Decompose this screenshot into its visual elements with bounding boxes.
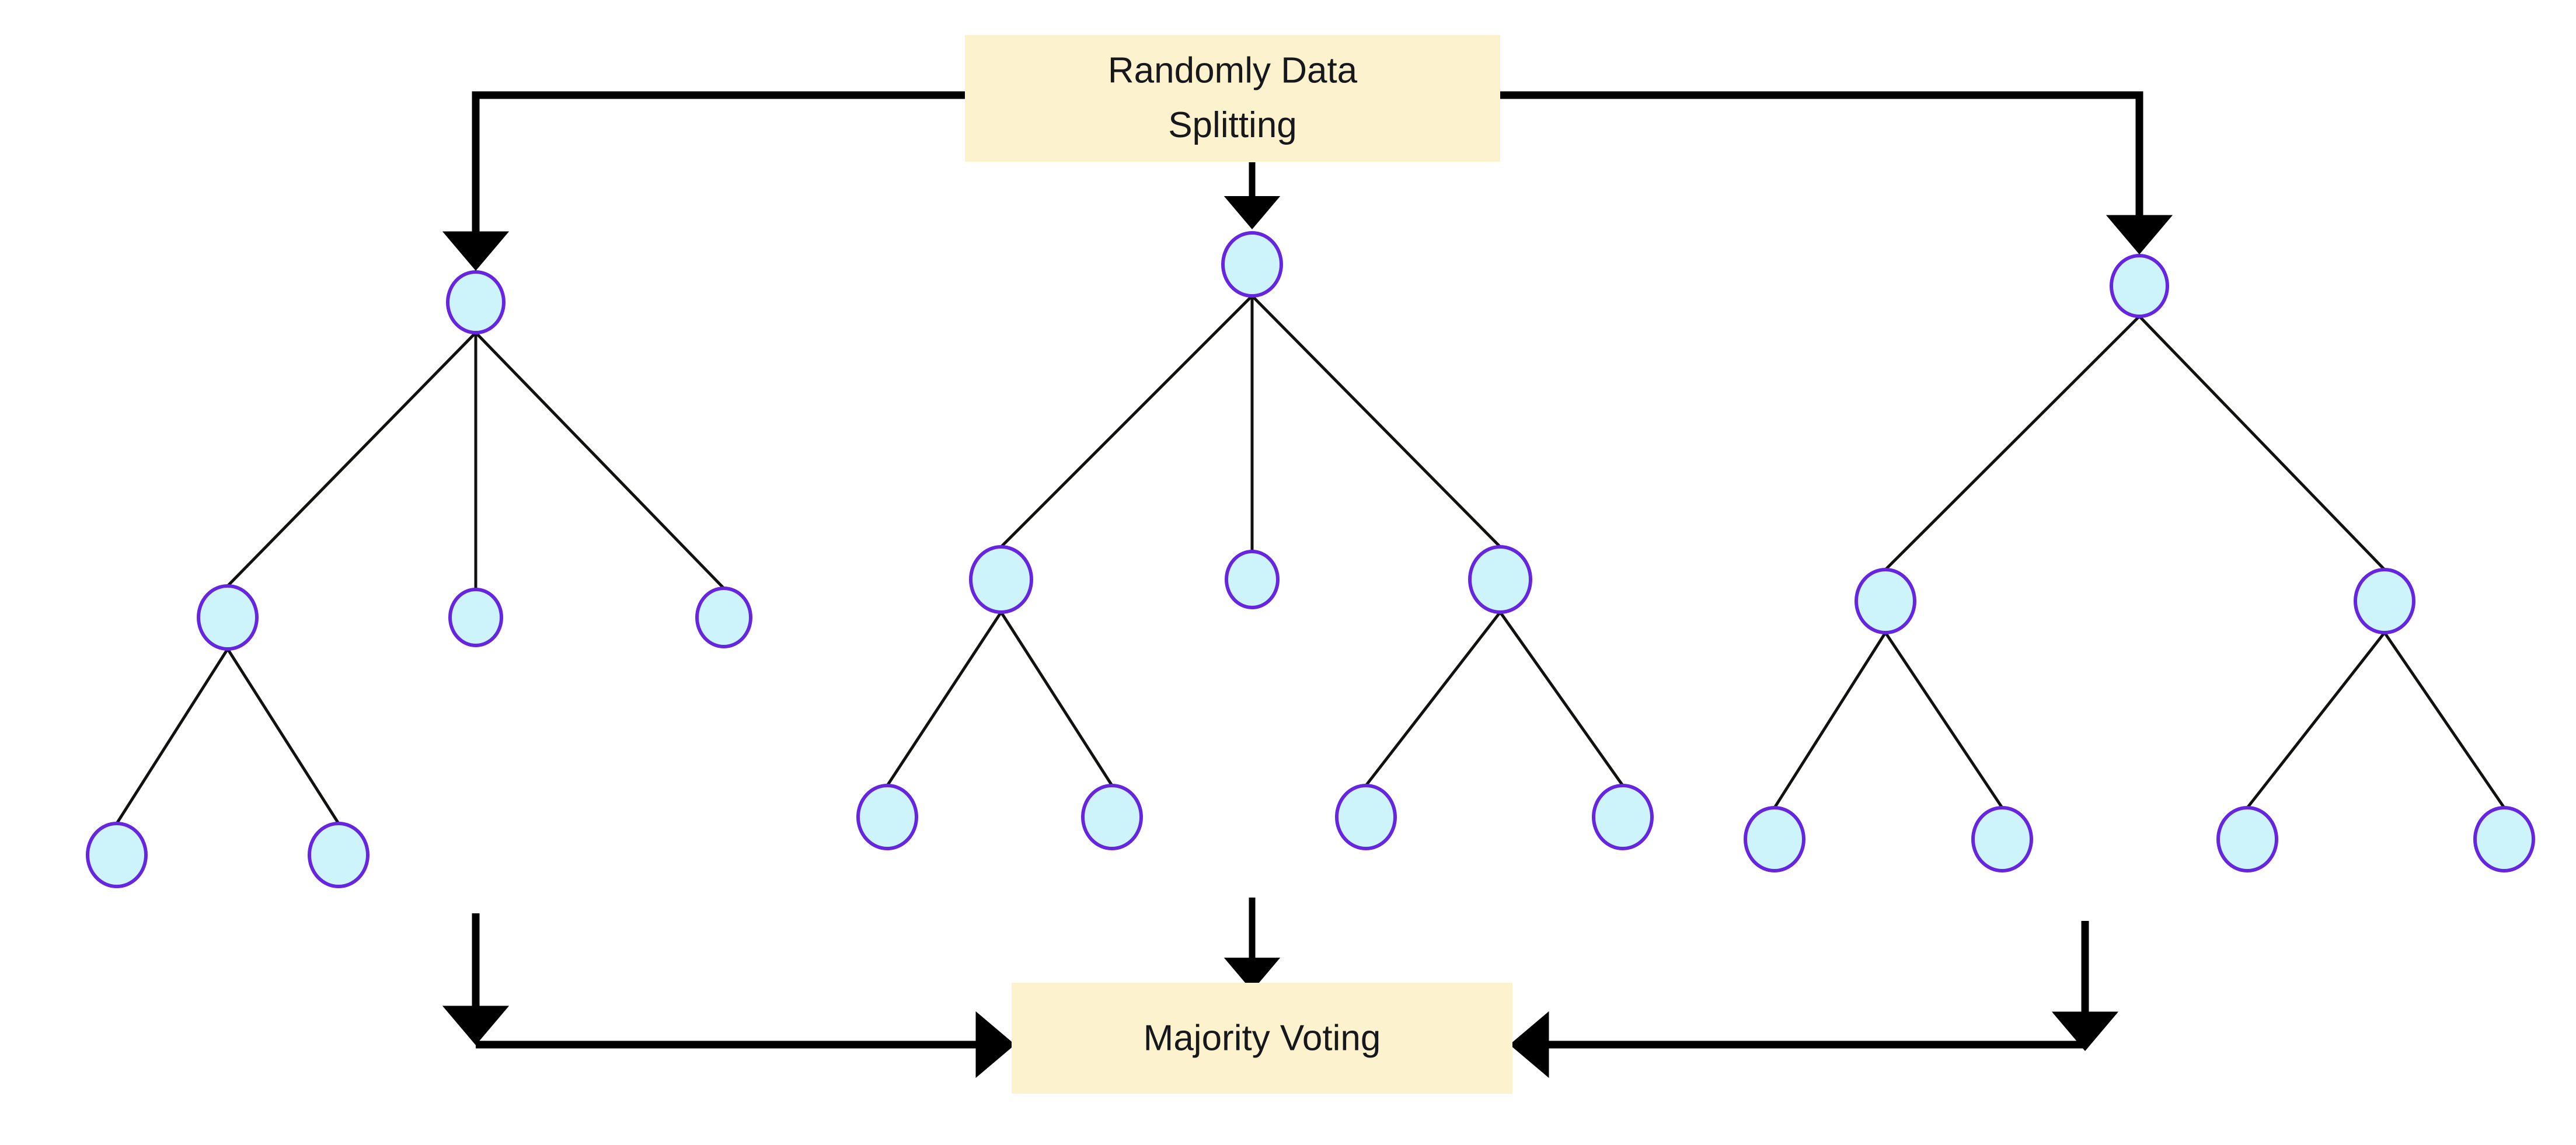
tree-node-m0[interactable]: [1221, 231, 1283, 298]
tree-node-l4[interactable]: [86, 822, 148, 888]
tree-node-m5[interactable]: [1081, 784, 1143, 850]
connector-split-to-left-tree: [442, 91, 965, 271]
tree-node-m6[interactable]: [1335, 784, 1397, 850]
tree-node-r0[interactable]: [2110, 254, 2169, 318]
tree-node-m3[interactable]: [1468, 545, 1532, 614]
tree-node-m1[interactable]: [969, 545, 1033, 614]
tree-node-m7[interactable]: [1592, 784, 1654, 850]
tree-edge-R0-R1: [1884, 315, 2141, 571]
flow-connectors-layer: [442, 91, 2173, 1078]
tree-node-m4[interactable]: [856, 784, 918, 850]
randomly-data-splitting-box-bg: [965, 35, 1500, 162]
majority-voting-box-bg: [1012, 983, 1512, 1094]
tree-edge-R2-R5: [2246, 631, 2386, 809]
tree-node-m2[interactable]: [1225, 550, 1280, 609]
tree-edge-R0-R2: [2138, 315, 2386, 571]
tree-node-r3[interactable]: [1744, 806, 1805, 872]
tree-edge-M1-M4: [886, 611, 1003, 787]
tree-edge-R1-R4: [1884, 631, 2004, 809]
tree-edge-L0-L1: [226, 331, 477, 587]
tree-edge-L1-L5: [226, 648, 340, 825]
tree-edge-R1-R3: [1773, 631, 1887, 809]
tree-node-r5[interactable]: [2216, 806, 2278, 872]
tree-node-l5[interactable]: [308, 822, 370, 888]
tree-node-l3[interactable]: [695, 587, 752, 648]
tree-edge-M1-M5: [999, 611, 1114, 787]
tree-node-l0[interactable]: [446, 270, 506, 334]
randomly-data-splitting-box[interactable]: Randomly Data Splitting: [965, 35, 1500, 162]
tree-node-r4[interactable]: [1971, 806, 2033, 872]
tree-edges-layer: [115, 295, 2506, 825]
tree-edge-M3-M6: [1365, 611, 1501, 787]
connector-split-to-right-tree: [1500, 91, 2173, 254]
tree-node-r2[interactable]: [2354, 568, 2415, 634]
tree-node-r1[interactable]: [1855, 568, 1916, 634]
randomly-data-splitting-label-line2: Splitting: [1168, 105, 1297, 145]
majority-voting-box[interactable]: Majority Voting: [1012, 983, 1512, 1094]
tree-node-l1[interactable]: [197, 584, 259, 651]
tree-node-l2[interactable]: [448, 588, 503, 647]
tree-nodes-layer: [86, 231, 2535, 888]
randomly-data-splitting-label-line1: Randomly Data: [1108, 50, 1358, 90]
tree-edge-M0-M3: [1251, 295, 1501, 548]
tree-edge-M3-M7: [1498, 611, 1625, 787]
tree-node-r6[interactable]: [2473, 806, 2535, 872]
tree-edge-L0-L3: [475, 331, 725, 589]
tree-edge-R2-R6: [2383, 631, 2506, 809]
tree-edge-M0-M1: [1000, 295, 1253, 548]
tree-edge-L1-L4: [115, 648, 229, 825]
majority-voting-label: Majority Voting: [1144, 1018, 1381, 1058]
